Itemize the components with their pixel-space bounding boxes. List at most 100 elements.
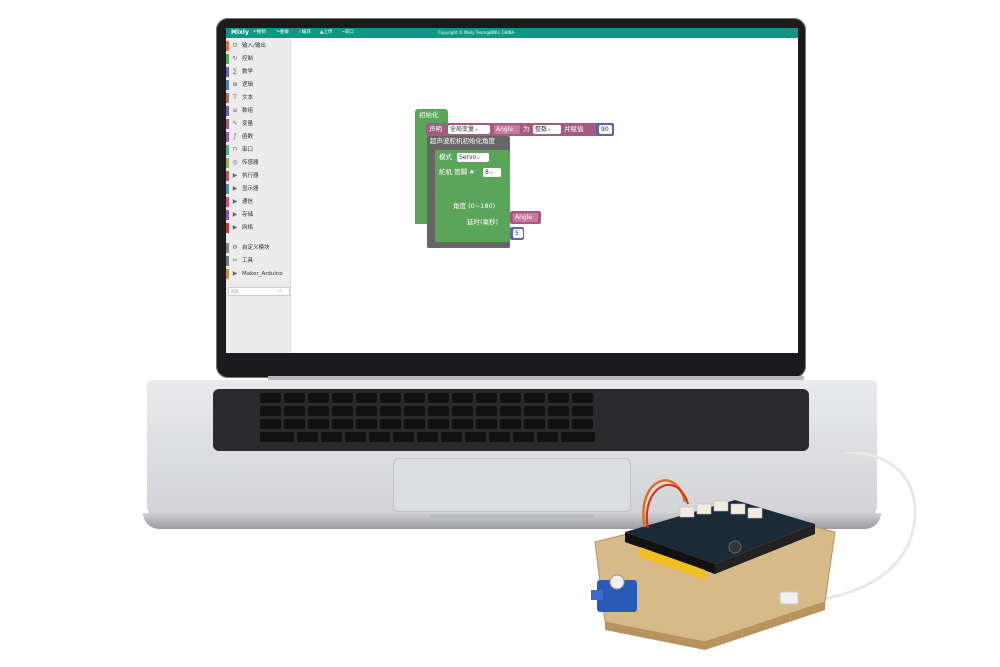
declare-label: 声明 xyxy=(429,125,442,133)
angle-variable-field[interactable]: Angle xyxy=(513,213,538,222)
undo-button[interactable]: ↶撤销 xyxy=(253,30,266,35)
mode-label: 模式 xyxy=(439,153,452,161)
category-color-strip xyxy=(226,67,229,77)
math-number-block[interactable]: 90 xyxy=(596,123,614,136)
keyboard-key xyxy=(404,419,425,429)
keyboard-key xyxy=(500,393,521,403)
toolbox-category-13[interactable]: ▶存储 xyxy=(226,209,290,221)
compile-button[interactable]: ✓编译 xyxy=(298,30,311,35)
keyboard-key xyxy=(380,406,401,416)
delay-label: 延时(毫秒) xyxy=(467,218,499,226)
block-workspace[interactable]: 初始化 声明 全局变量 Angle 为 整数 并赋值 90 超声波舵机初始化角度… xyxy=(291,38,798,353)
keyboard-key xyxy=(500,419,521,429)
toolbox-category-15[interactable]: ⚙ 自定义模块 xyxy=(226,242,290,254)
upload-button[interactable]: ▲上传 xyxy=(320,30,333,35)
category-color-strip xyxy=(226,80,229,90)
keyboard-key xyxy=(572,406,593,416)
toolbox-category-17[interactable]: ▶Maker_Arduino xyxy=(226,268,290,280)
serial-button[interactable]: ⌁串口 xyxy=(342,30,354,35)
keyboard-key xyxy=(369,432,390,442)
keyboard-key xyxy=(356,419,377,429)
robot-kit-image xyxy=(591,452,917,650)
category-color-strip xyxy=(226,269,229,279)
keyboard-key xyxy=(548,406,569,416)
category-icon: ƒ xyxy=(233,133,237,140)
variable-name-field[interactable]: Angle xyxy=(494,125,520,134)
category-icon: ⊕ xyxy=(232,81,238,88)
category-color-strip xyxy=(226,41,229,51)
keyboard-key xyxy=(332,393,353,403)
category-label: 控制 xyxy=(242,56,254,62)
keyboard-key xyxy=(572,419,593,429)
toolbox-category-8[interactable]: ⊓串口 xyxy=(226,144,290,156)
category-label: 自定义模块 xyxy=(242,245,270,251)
category-label: 变量 xyxy=(242,121,254,127)
category-color-strip xyxy=(226,119,229,129)
toolbox-category-3[interactable]: ⊕ 逻辑 xyxy=(226,79,290,91)
angle-label: 角度 (0~180) xyxy=(453,202,496,210)
keyboard-key xyxy=(465,432,486,442)
category-label: 网络 xyxy=(242,225,254,231)
redo-button[interactable]: ↷重做 xyxy=(276,30,289,35)
category-label: 数组 xyxy=(242,108,254,114)
keyboard-key xyxy=(428,419,449,429)
category-icon: ⊡ xyxy=(232,42,238,49)
category-icon: ▶ xyxy=(232,224,238,231)
mode-dropdown[interactable]: Servo xyxy=(457,153,489,162)
toolbox-category-14[interactable]: ▶ 网络 xyxy=(226,222,290,234)
assign-label: 并赋值 xyxy=(564,125,584,133)
category-label: 通信 xyxy=(242,199,254,205)
search-icon[interactable]: ⌕ xyxy=(279,288,282,294)
toolbox-category-6[interactable]: ✎变量 xyxy=(226,118,290,130)
keyboard-row-function xyxy=(260,393,593,403)
category-label: 逻辑 xyxy=(242,82,254,88)
category-color-strip xyxy=(226,158,229,168)
keyboard-key xyxy=(548,419,569,429)
scope-dropdown[interactable]: 全局变量 xyxy=(448,125,490,134)
toolbox-category-0[interactable]: ⊡输入/输出 xyxy=(226,40,290,52)
toolbox-category-10[interactable]: ▶执行器 xyxy=(226,170,290,182)
category-label: 存储 xyxy=(242,212,254,218)
toolbox-category-11[interactable]: ▶显示器 xyxy=(226,183,290,195)
type-dropdown[interactable]: 整数 xyxy=(533,125,561,134)
keyboard-key xyxy=(380,393,401,403)
toolbox-search-input[interactable]: 搜索 xyxy=(228,287,290,296)
toolbox-category-12[interactable]: ▶通信 xyxy=(226,196,290,208)
toolbox-category-9[interactable]: ◎传感器 xyxy=(226,157,290,169)
declare-variable-block[interactable]: 声明 全局变量 Angle 为 整数 并赋值 xyxy=(426,123,604,136)
category-label: 串口 xyxy=(242,147,254,153)
toolbox-category-16[interactable]: ✂工具 xyxy=(226,255,290,267)
toolbox-category-5[interactable]: ≡ 数组 xyxy=(226,105,290,117)
toolbox-category-2[interactable]: ∑数学 xyxy=(226,66,290,78)
pin-dropdown[interactable]: 8 xyxy=(483,168,501,177)
angle-variable-block[interactable]: Angle xyxy=(510,211,541,224)
category-icon: ✂ xyxy=(232,257,238,264)
laptop-opening-notch xyxy=(430,514,594,520)
delay-number-block[interactable]: 5 xyxy=(510,227,524,240)
keyboard-key xyxy=(452,419,473,429)
category-icon: ▶ xyxy=(232,185,238,192)
category-icon: ≡ xyxy=(232,107,238,114)
toolbox-category-1[interactable]: ↻控制 xyxy=(226,53,290,65)
keyboard-key xyxy=(404,406,425,416)
servo-mode-block[interactable]: 模式 Servo 舵机 管脚 # 8 xyxy=(435,150,510,198)
keyboard-key xyxy=(356,393,377,403)
keyboard-key xyxy=(393,432,414,442)
category-color-strip xyxy=(226,210,229,220)
category-color-strip xyxy=(226,171,229,181)
initial-value-field[interactable]: 90 xyxy=(599,125,612,134)
category-color-strip xyxy=(226,256,229,266)
servo-write-block[interactable]: 角度 (0~180) 延时(毫秒) xyxy=(435,198,510,242)
delay-value-field[interactable]: 5 xyxy=(513,229,523,238)
touchpad xyxy=(393,458,631,512)
keyboard-key xyxy=(260,393,281,403)
category-icon: ◎ xyxy=(232,159,238,166)
category-icon: ⚙ xyxy=(232,244,238,251)
app-title: Mixly xyxy=(231,29,249,36)
keyboard-row-home xyxy=(260,432,595,442)
keyboard-key xyxy=(572,393,593,403)
keyboard-key xyxy=(476,393,497,403)
